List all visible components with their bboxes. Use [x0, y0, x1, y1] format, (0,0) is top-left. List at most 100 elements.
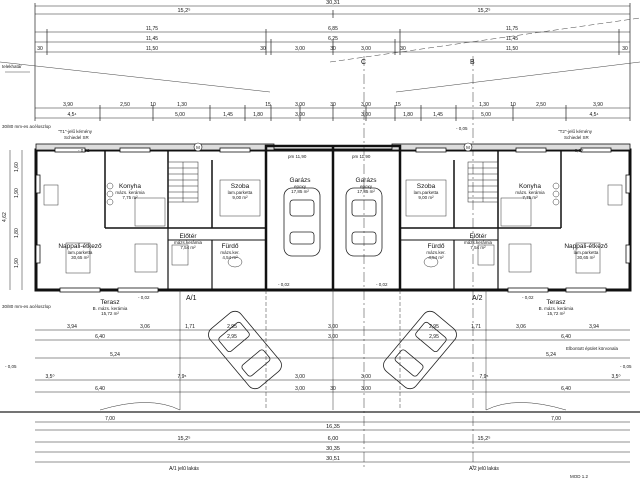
- drawing-stamp: MOD 1.2: [570, 474, 589, 479]
- unit-label-a1: A/1: [186, 295, 197, 302]
- dim-left-1: 1,60: [14, 162, 20, 172]
- dim-b1-1: 3,06: [140, 324, 150, 330]
- dim-row5-7: 11,50: [506, 46, 518, 52]
- garage-car-right: [345, 187, 383, 257]
- dim-row7-3: 1,80: [253, 112, 263, 118]
- bottom-dimension-texts: 3,94 3,06 1,71 2,95 3,00 2,95 1,71 3,06 …: [46, 324, 621, 479]
- dim-b4-1: 7,9⁵: [177, 374, 186, 380]
- dim-row6-5: 3,00: [295, 102, 305, 108]
- dim-row4-c: 11,45: [506, 36, 518, 42]
- chimney-right-sub: Schiedel SR: [564, 135, 590, 140]
- dim-b3-1: 5,24: [546, 352, 556, 358]
- room-garage-right-area: 17,85 m²: [357, 189, 375, 194]
- building-walls: [34, 143, 632, 293]
- dim-row3-a: 11,75: [146, 26, 158, 32]
- svg-text:M: M: [466, 145, 470, 150]
- dim-b5-2: 30: [330, 386, 336, 392]
- dim-b4-2: 3,00: [295, 374, 305, 380]
- level-left-house: - 0,02: [78, 148, 90, 153]
- dim-row7-9: 4,5⁴: [589, 112, 598, 118]
- level-garage-right: pm 11,90: [352, 154, 371, 159]
- dim-row7-7: 1,45: [433, 112, 443, 118]
- dim-row6-8: 15: [395, 102, 401, 108]
- chimney-left-sub: Schiedel SR: [64, 135, 90, 140]
- room-living-left-area: 30,65 m²: [71, 255, 89, 260]
- dim-b5-0: 6,40: [95, 386, 105, 392]
- dim-b1-6: 1,71: [471, 324, 481, 330]
- room-hall-right-floor: mázs.kerámia: [464, 240, 493, 245]
- room-garage-left: Garázs: [290, 177, 312, 184]
- dim-row4-b: 6,25: [328, 36, 338, 42]
- room-hall-right-area: 7,54 m²: [470, 245, 486, 250]
- room-terrace-right: Terasz: [546, 299, 565, 306]
- dim-row6-7: 3,00: [361, 102, 371, 108]
- room-terrace-left: Terasz: [100, 299, 119, 306]
- level-terrace-right: - 0,02: [522, 295, 534, 300]
- dim-row7-6: 1,80: [403, 112, 413, 118]
- dim-b1-5: 2,95: [429, 324, 439, 330]
- dim-row6-6: 30: [330, 102, 336, 108]
- dim-row6-12: 3,90: [593, 102, 603, 108]
- dim-row4-a: 11,45: [146, 36, 158, 42]
- section-b-label: B: [470, 59, 475, 66]
- dim-row6-2: 10: [150, 102, 156, 108]
- left-dimension-chain: 4,62 1,60 1,90 1,80 1,90: [2, 150, 23, 290]
- dim-b2-0: 6,40: [95, 334, 105, 340]
- level-garage-left: pm 11,90: [288, 154, 307, 159]
- dim-b1-8: 3,94: [589, 324, 599, 330]
- room-bedroom-right-floor: lam.parketta: [414, 190, 439, 195]
- room-bath-right-area: 4,54 m²: [428, 255, 444, 260]
- steel-column-note-bottom: 30/80 mm-es acéloszlop: [2, 304, 51, 309]
- room-kitchen-right-floor: mázs. kerámia: [515, 190, 545, 195]
- level-right-house: - 0,02: [572, 148, 584, 153]
- dim-row7-8: 5,00: [481, 112, 491, 118]
- dim-row7-5: 3,00: [361, 112, 371, 118]
- dim-top-half-left: 15,2⁵: [178, 7, 191, 14]
- dim-b9-0: 30,35: [326, 446, 340, 452]
- room-living-right-area: 30,65 m²: [577, 255, 595, 260]
- section-c-label: C: [361, 59, 366, 66]
- dim-row7-0: 4,5⁴: [67, 112, 76, 118]
- room-kitchen-left-floor: mázs. kerámia: [115, 190, 145, 195]
- room-hall-left-area: 7,54 m²: [180, 245, 196, 250]
- parked-car-right: [383, 310, 457, 390]
- level-garage-door-left: - 0,02: [278, 282, 290, 287]
- dim-b1-0: 3,94: [67, 324, 77, 330]
- room-terrace-left-area: 15,72 m²: [101, 311, 119, 316]
- dim-b5-4: 6,40: [561, 386, 571, 392]
- dim-top-half-right: 15,2⁵: [478, 7, 491, 14]
- dim-b2-2: 3,00: [328, 334, 338, 340]
- dim-row5-2: 30: [260, 46, 266, 52]
- dim-row3-b: 6,85: [328, 26, 338, 32]
- steel-column-note-top: 30/80 mm-es acéloszlop: [2, 124, 51, 129]
- room-bedroom-right: Szoba: [417, 183, 436, 190]
- room-hall-right: Előtér: [470, 233, 488, 240]
- dim-b4-4: 7,9⁵: [479, 374, 488, 380]
- dim-left-4: 1,90: [14, 258, 20, 268]
- section-marker-b: B: [470, 56, 475, 470]
- dim-row5-6: 30: [400, 46, 406, 52]
- svg-text:M: M: [196, 145, 200, 150]
- boundary-label: telekhatár: [2, 64, 22, 69]
- room-garage-right-floor: epoxy: [360, 184, 373, 189]
- room-kitchen-left: Konyha: [119, 183, 141, 190]
- dim-row5-3: 3,00: [295, 46, 305, 52]
- parked-car-left: [208, 310, 282, 390]
- room-living-right: Nappali-étkező: [564, 243, 608, 250]
- chimney-right-label: "T2"-jelű kémény: [558, 129, 593, 134]
- dim-b8-1: 6,00: [328, 436, 339, 442]
- room-bedroom-left: Szoba: [231, 183, 250, 190]
- unit-a2-bottom-label: A/2 jelű lakás: [469, 466, 499, 472]
- dim-b6-1: 7,00: [551, 416, 561, 422]
- dim-row7-1: 5,00: [175, 112, 185, 118]
- chimney-left-label: "T1"-jelű kémény: [58, 129, 93, 134]
- demolished-building-note: Elbontott épület körvonala: [566, 346, 619, 351]
- room-bath-right-floor: mázs.ker.: [426, 250, 445, 255]
- dim-b1-7: 3,06: [516, 324, 526, 330]
- room-garage-left-floor: epoxy: [294, 184, 307, 189]
- room-bath-left-floor: mázs.ker.: [220, 250, 239, 255]
- room-hall-left-floor: mázs.kerámia: [174, 240, 203, 245]
- dim-row6-0: 3,90: [63, 102, 73, 108]
- dim-left-3: 1,80: [14, 228, 20, 238]
